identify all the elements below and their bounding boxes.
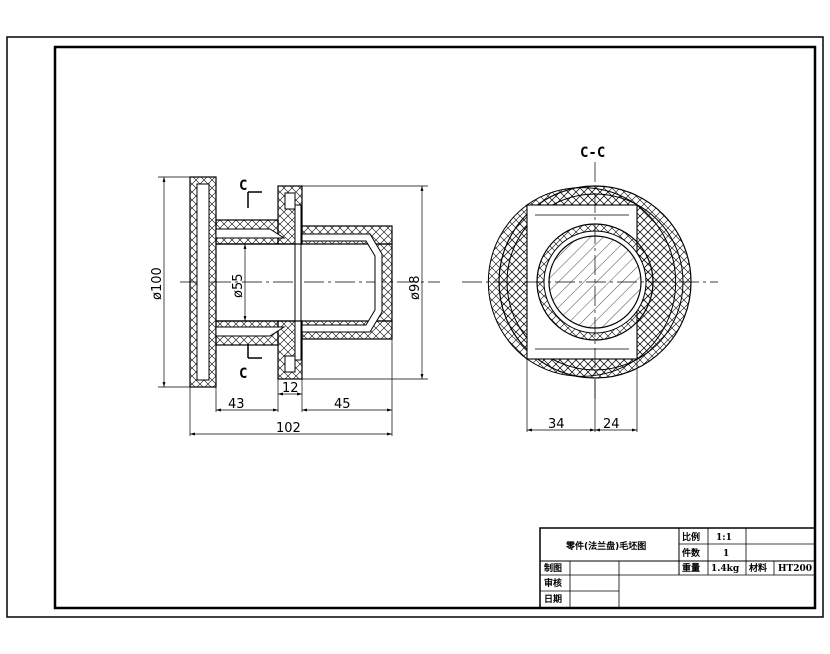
dim-d98: ø98 — [408, 276, 423, 301]
section-view-cc: C-C 34 24 — [462, 145, 718, 432]
dim-d55: ø55 — [231, 274, 246, 299]
section-mark-top — [247, 191, 262, 208]
section-label-top: C — [239, 178, 247, 194]
count-value: 1 — [723, 549, 729, 559]
dim-w12: 12 — [282, 381, 299, 396]
dim-w102: 102 — [276, 421, 301, 436]
dim-d100: ø100 — [150, 267, 165, 300]
material-value: HT200 — [778, 564, 812, 574]
finished-part — [196, 183, 383, 381]
outer-border — [6, 36, 824, 618]
scale-label: 比例 — [682, 531, 700, 543]
count-label: 件数 — [682, 547, 701, 559]
title-block — [539, 527, 816, 609]
dim-w24: 24 — [603, 417, 620, 432]
weight-value: 1.4kg — [711, 564, 740, 574]
weight-label: 重量 — [682, 562, 700, 574]
front-section-view: C C ø100 ø55 ø98 12 43 45 102 — [150, 176, 440, 436]
dim-w45: 45 — [334, 397, 351, 412]
title-block-title: 零件(法兰盘)毛坯图 — [565, 540, 646, 552]
checked-label: 审核 — [544, 577, 562, 589]
section-mark-bottom — [247, 344, 262, 359]
section-label-bottom: C — [239, 366, 247, 382]
dim-w34: 34 — [548, 417, 565, 432]
dim-w43: 43 — [228, 397, 245, 412]
inner-frame — [53, 45, 817, 610]
drawn-label: 制图 — [544, 562, 562, 574]
material-label: 材料 — [748, 562, 767, 574]
scale-value: 1:1 — [716, 533, 732, 543]
section-view-title: C-C — [580, 145, 605, 161]
date-label: 日期 — [544, 593, 562, 605]
